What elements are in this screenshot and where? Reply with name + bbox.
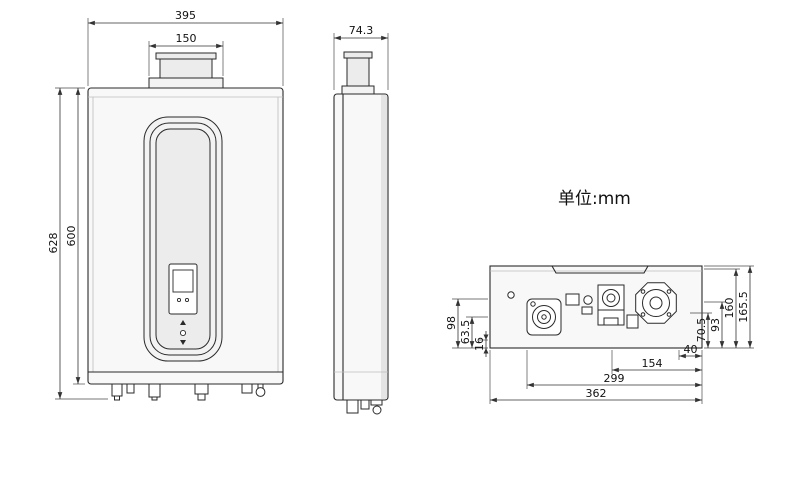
dim-flue-width: 150 [176,32,197,45]
door-outline-inner [155,128,211,350]
dim-16: 16 [473,337,486,351]
depth-dimension: 74.3 [333,24,389,90]
button-down-icon [180,340,186,345]
water-inlet-fitting [526,298,562,336]
control-display [168,263,198,345]
button-up-icon [180,320,186,325]
body-height-dimension: 600 [65,88,85,385]
fan-outlet [635,282,677,324]
dim-160: 160 [723,298,736,319]
front-width-dimension: 395 [87,9,284,86]
front-view: 395 150 628 600 [47,9,284,401]
dim-40: 40 [684,343,698,356]
dim-165-5: 165.5 [737,291,750,323]
bottom-right-dimensions: 70.5 93 160 165.5 [690,265,754,349]
bottom-view: 98 63.5 16 70.5 93 160 165.5 [445,265,754,404]
dim-362: 362 [586,387,607,400]
dim-98: 98 [445,316,458,330]
side-shading [381,95,387,399]
dim-total-height: 628 [47,233,60,254]
bottom-fittings-front [111,383,266,401]
bottom-fittings-side [346,399,383,415]
dim-body-height: 600 [65,226,78,247]
flue-base [148,77,224,89]
flue-flange [155,52,217,60]
cabinet-side [333,93,389,401]
display-screen [172,269,194,293]
total-height-dimension: 628 [47,87,108,400]
front-door-panel [143,116,223,362]
dim-front-width: 395 [175,9,196,22]
side-view: 74.3 [333,24,389,415]
display-dot-right [184,297,190,303]
dim-93: 93 [709,318,722,332]
gas-valve [597,284,625,326]
dim-63-5: 63.5 [459,320,472,345]
power-button-icon [179,329,187,337]
dim-154: 154 [642,357,663,370]
small-bracket [626,314,639,329]
unit-label: 单位:mm [558,189,631,209]
middle-components [565,293,593,315]
flue-notch [551,265,649,274]
flue-pipe [159,58,213,79]
dim-299: 299 [604,372,625,385]
dim-70-5: 70.5 [695,318,708,343]
display-dot-left [176,297,182,303]
flue-width-dimension: 150 [148,32,224,76]
flue-collar-front [148,52,224,89]
screw-left [507,291,515,299]
bottom-left-dimensions: 98 63.5 16 [445,298,489,357]
bottom-horizontal-dimensions: 40 154 299 362 [489,343,703,404]
flue-collar-side [341,51,375,95]
dim-depth: 74.3 [349,24,374,37]
